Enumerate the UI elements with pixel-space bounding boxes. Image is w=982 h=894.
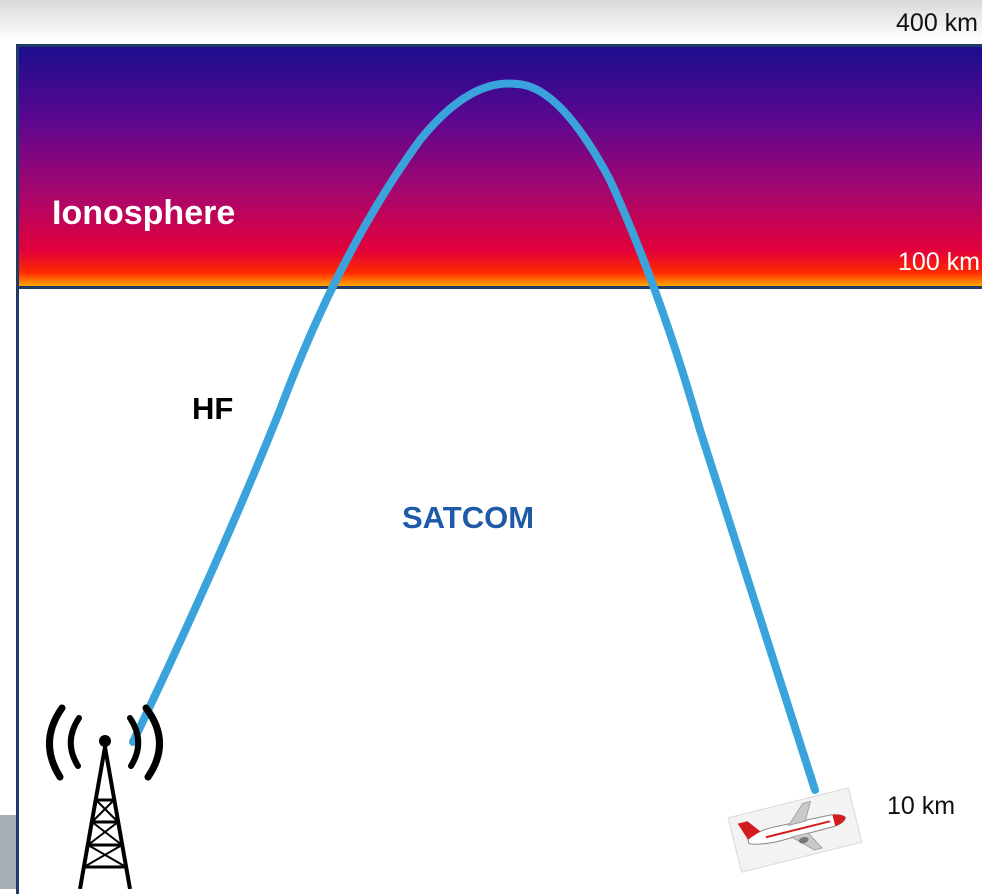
- radio-tower-icon: [46, 704, 163, 889]
- altitude-label-10km: 10 km: [887, 792, 956, 820]
- altitude-label-100km: 100 km: [898, 248, 980, 276]
- hf-label: HF: [192, 391, 234, 426]
- side-tab: [0, 815, 16, 889]
- hf-signal-path: [129, 79, 819, 794]
- airplane-icon: [727, 787, 863, 873]
- top-shade: [0, 0, 982, 40]
- altitude-label-400km: 400 km: [896, 9, 978, 37]
- satcom-label: SATCOM: [402, 500, 535, 535]
- ionosphere-boundary-line: [16, 286, 982, 289]
- diagram-frame: [16, 44, 982, 894]
- ionosphere-label: Ionosphere: [52, 194, 236, 232]
